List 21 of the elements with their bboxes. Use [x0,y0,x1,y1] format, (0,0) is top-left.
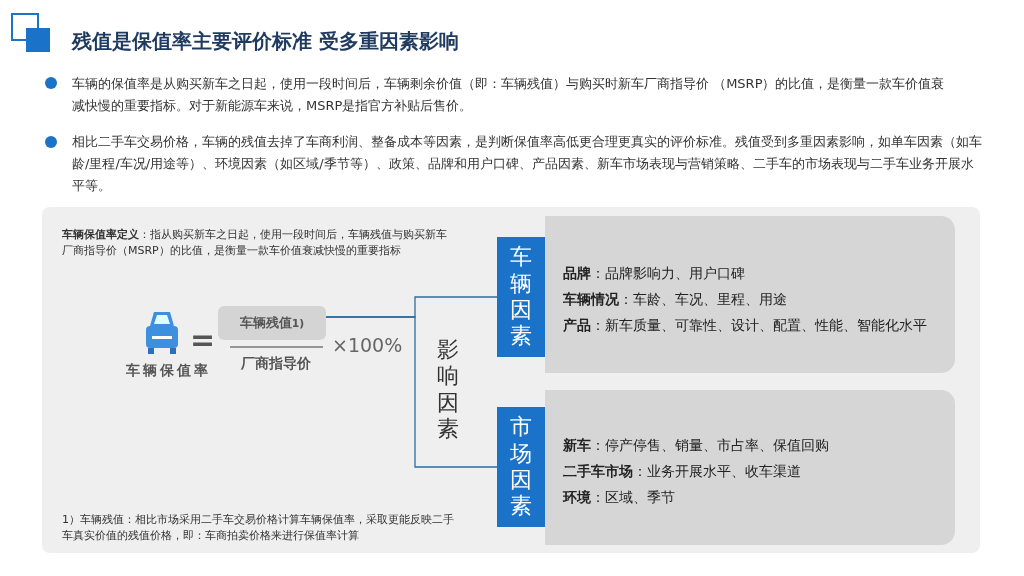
title: 残值是保值率主要评价标准 受多重因素影响 [72,28,459,55]
bullet-text: 车辆的保值率是从购买新车之日起，使用一段时间后，车辆剩余价值（即：车辆残值）与购买时新车厂商指导价 （MSRP）的比值，是衡量一款车价值衰减快慢的重要指标。对于新能源车来说，MSRP是指官方补贴后售价。 [72,75,946,115]
factor-line: 二手车市场：业务开展水平、收车渠道 [563,462,802,481]
factor-line: 品牌：品牌影响力、用户口碑 [563,264,746,283]
factor-tab: 市场因素 [497,407,545,527]
multiplier-text: ×100% [332,334,403,356]
factor-heading: 影响因素 [436,337,460,443]
factor-line: 环境：区域、季节 [563,488,676,507]
denominator-text: 厂商指导价 [241,355,311,373]
formula-label: 车辆保值率 [126,362,211,380]
factor-line: 新车：停产停售、销量、市占率、保值回购 [563,436,830,455]
definition-text: 车辆保值率定义：指从购买新车之日起，使用一段时间后，车辆残值与购买新车厂商指导价（MSRP）的比值，是衡量一款车价值衰减快慢的重要指标 [62,227,448,259]
factor-panel [545,390,955,545]
bullet-text: 相比二手车交易价格，车辆的残值去掉了车商利润、整备成本等因素，是判断保值率高低更合理更真实的评价标准。残值受到多重因素影响，如单车因素（如车龄/里程/车况/用途等）、环境因素（如区域/季节等）、政策、品牌和用户口碑、产品因素、新车市场表现与营销策略、二手车的市场表现与二手车业务开展水平等。 [72,133,982,195]
factor-panel [545,216,955,373]
footnote-text: 1）车辆残值：相比市场采用二手车交易价格计算车辆保值率，采取更能反映二手车真实价值的残值价格，即：车商拍卖价格来进行保值率计算 [62,512,455,544]
connector-line [325,316,498,468]
equals-sign: = [190,322,216,357]
factor-tab: 车辆因素 [497,237,545,357]
factor-line: 产品：新车质量、可靠性、设计、配置、性能、智能化水平 [563,316,928,335]
factor-line: 车辆情况：车龄、车况、里程、用途 [563,290,788,309]
